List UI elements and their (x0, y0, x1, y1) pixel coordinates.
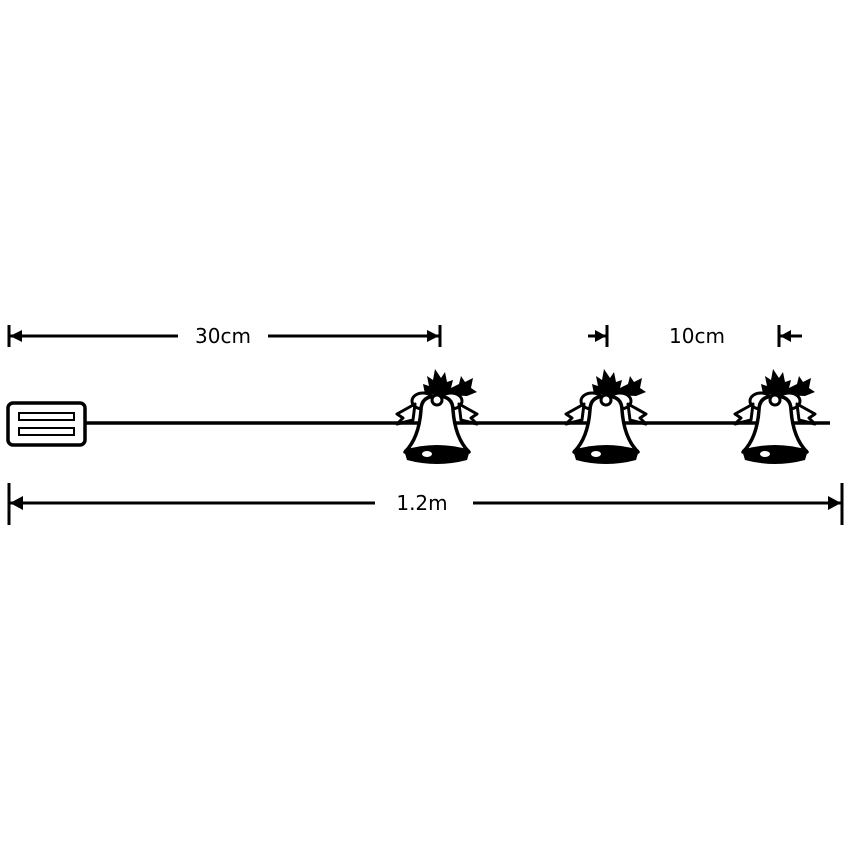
bell-icon (564, 367, 648, 466)
bell-icon (733, 367, 817, 466)
bell-spacing-label: 10cm (669, 324, 725, 348)
total-length-label: 1.2m (396, 491, 447, 515)
lead-length-label: 30cm (195, 324, 251, 348)
bell-icon (395, 367, 479, 466)
bell-spacing-dimension (588, 325, 802, 347)
battery-box (6, 401, 87, 447)
lead-length-dimension (7, 325, 442, 347)
total-length-dimension (7, 483, 844, 525)
